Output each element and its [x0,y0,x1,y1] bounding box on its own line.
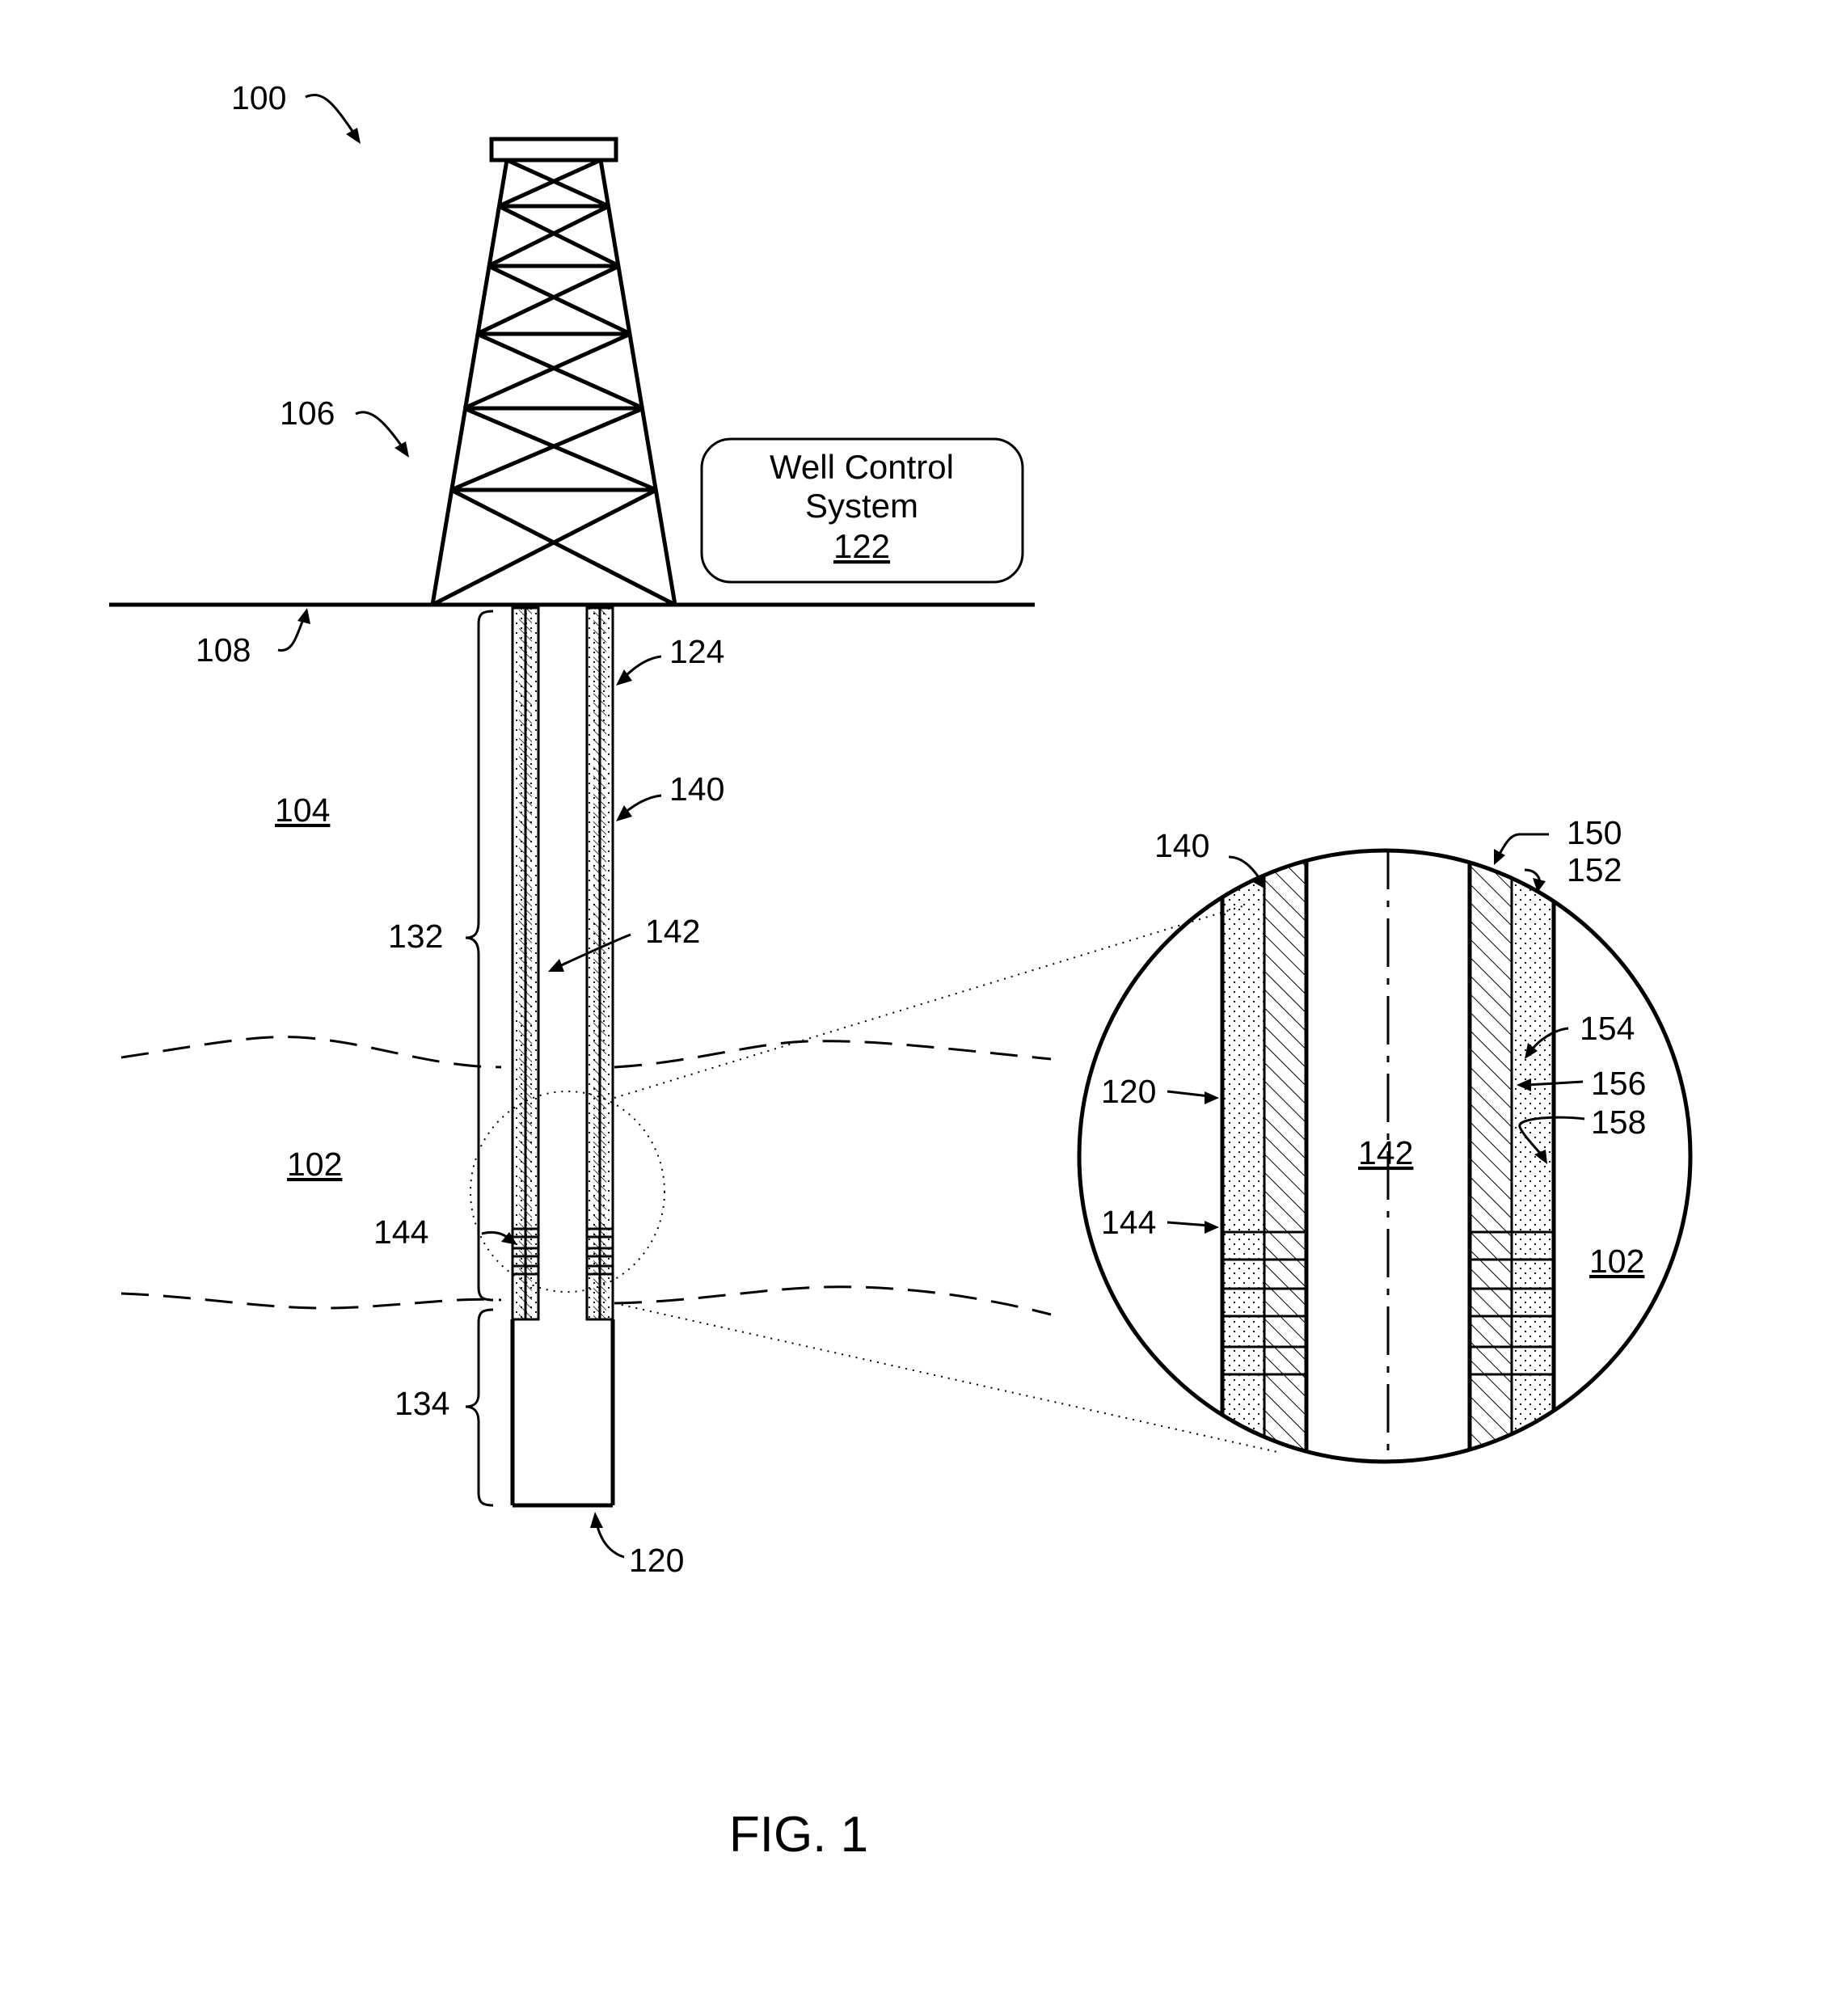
formation-top-boundary-right [614,1041,1051,1067]
label-region-104: 104 [275,791,330,829]
wcs-line1: Well Control [770,448,954,486]
figure-caption: FIG. 1 [729,1807,868,1863]
label-144: 144 [373,1213,428,1251]
detail-label-154: 154 [1580,1010,1635,1047]
label-rig-106: 106 [280,395,335,432]
label-142: 142 [645,913,700,950]
formation-bottom-boundary-left [121,1294,501,1308]
detail-label-120: 120 [1101,1073,1156,1110]
label-surface-108: 108 [196,631,251,669]
wcs-line2: System [805,487,918,525]
label-region-102: 102 [287,1146,342,1183]
label-132: 132 [388,918,443,955]
derrick-right-leg [601,160,675,605]
wcs-ref: 122 [833,527,890,565]
detail-label-156: 156 [1591,1065,1646,1102]
detail-callout-ellipse [470,1091,665,1292]
detail-label-152: 152 [1567,851,1622,888]
detail-label-144: 144 [1101,1204,1156,1241]
label-124: 124 [669,633,724,670]
crown-block [492,139,616,160]
detail-label-150: 150 [1567,814,1622,851]
brace-134 [466,1310,493,1505]
detail-label-142: 142 [1358,1134,1413,1171]
formation-top-boundary-left [121,1037,501,1067]
detail-label-158: 158 [1591,1104,1646,1141]
label-120: 120 [629,1542,684,1579]
wellbore [513,608,613,1505]
formation-bottom-boundary-right [614,1287,1051,1315]
label-140: 140 [669,770,724,808]
detail-label-140: 140 [1154,827,1209,864]
drilling-rig [432,139,675,605]
detail-label-102: 102 [1589,1243,1644,1280]
label-134: 134 [394,1385,449,1422]
derrick-left-leg [432,160,507,605]
label-system-100: 100 [231,79,286,116]
brace-132 [466,611,493,1300]
well-control-system-box: Well Control System 122 [702,439,1023,582]
